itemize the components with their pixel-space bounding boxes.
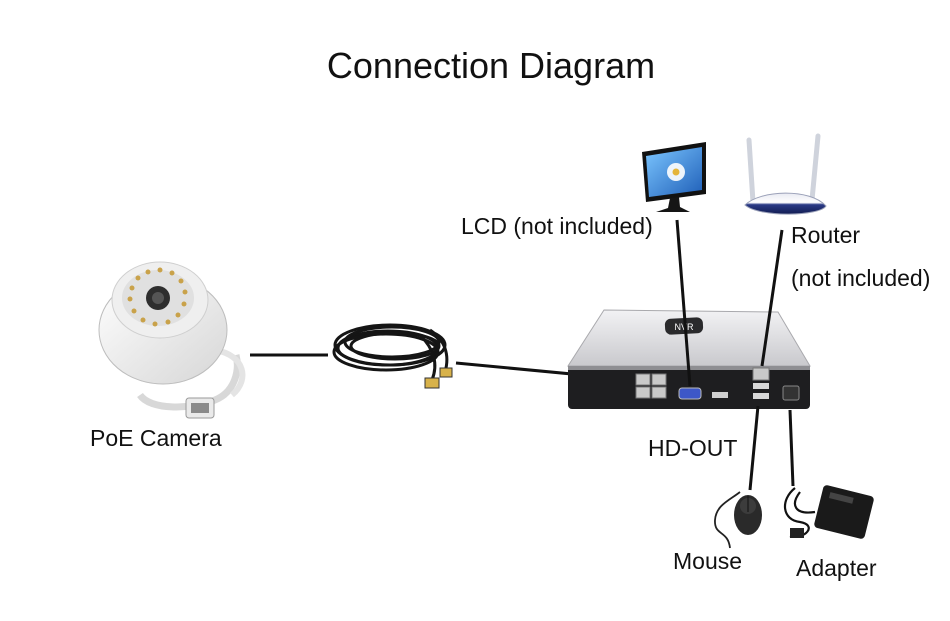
diagram-title: Connection Diagram xyxy=(326,45,656,86)
adapter-to-dc-line xyxy=(788,409,795,487)
adapter-label: Adapter xyxy=(796,555,877,581)
flower-icon xyxy=(667,163,685,181)
router-to-wan-line xyxy=(760,229,784,367)
mouse-to-usb-line xyxy=(748,405,760,491)
router-label: Router xyxy=(791,222,861,248)
router-note-label: (not included) xyxy=(791,265,931,291)
power-adapter xyxy=(784,485,874,539)
poe-camera-label: PoE Camera xyxy=(90,425,222,451)
ethernet-cable-coil xyxy=(332,323,453,389)
mouse-device xyxy=(714,491,762,549)
mouse-label: Mouse xyxy=(673,548,743,574)
wan-port xyxy=(752,367,770,381)
lan-ports xyxy=(635,373,667,399)
usb-port-2 xyxy=(753,393,769,399)
wireless-router xyxy=(744,133,827,215)
poe-camera xyxy=(98,261,246,419)
hdmi-port xyxy=(712,392,728,398)
vga-port xyxy=(678,387,702,400)
lcd-to-vga-line xyxy=(675,219,692,387)
hdout-label: HD-OUT xyxy=(648,435,738,461)
dc-power-port xyxy=(782,385,800,401)
usb-port-1 xyxy=(753,383,769,389)
lcd-label: LCD (not included) xyxy=(461,213,653,239)
lcd-monitor xyxy=(642,142,706,212)
